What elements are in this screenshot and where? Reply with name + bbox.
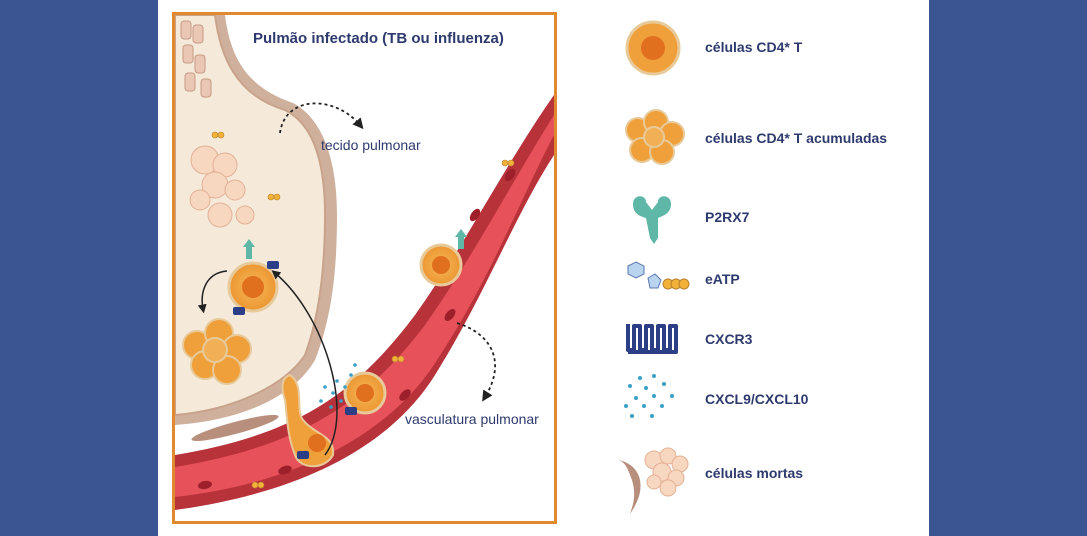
eatp-molecule-icon: [627, 261, 690, 290]
accumulated-t-cells: [182, 318, 252, 385]
legend-item-cd4-t-cells: células CD4* T: [618, 18, 918, 78]
diagram-title: Pulmão infectado (TB ou influenza): [253, 30, 504, 47]
legend-label-accumulated-cd4-t-cells: células CD4* T acumuladas: [705, 130, 888, 146]
legend-item-eatp: eATP: [618, 258, 918, 318]
legend-label-p2rx7: P2RX7: [705, 209, 750, 225]
chemokine-dots: [319, 363, 357, 409]
accumulated-cd4-t-cells-icon: [625, 109, 685, 165]
eatp-molecules: [211, 131, 515, 489]
cxcr3-receptors: [233, 261, 357, 459]
cd4-t-cell-icon: [625, 20, 681, 76]
cd4-t-cell-tissue: [227, 261, 279, 313]
lung-vasculature-label: vasculatura pulmonar: [405, 411, 539, 427]
legend-item-cxcl9-cxcl10: CXCL9/CXCL10: [618, 372, 918, 432]
legend-label-cxcr3: CXCR3: [705, 331, 753, 347]
cd4-t-cell-vessel-2: [343, 371, 387, 415]
cxcl9-cxcl10-dots-icon: [624, 374, 674, 418]
lung-tissue-label: tecido pulmonar: [321, 137, 421, 153]
legend-label-cxcl9-cxcl10: CXCL9/CXCL10: [705, 391, 809, 407]
p2rx7-receptors: [243, 229, 467, 259]
epithelial-cells: [180, 20, 212, 98]
accumulation-arrow: [197, 270, 228, 314]
legend-label-eatp: eATP: [705, 271, 740, 287]
transmigrating-t-cell: [281, 373, 335, 468]
cd4-t-cell-vessel-1: [419, 243, 463, 287]
red-blood-cells: [198, 168, 516, 490]
legend-label-cd4-t-cells: células CD4* T: [705, 39, 803, 55]
vessel-pointer-arrow: [456, 322, 496, 402]
alveolar-wall: [175, 15, 337, 425]
dead-cells-cluster: [189, 145, 255, 228]
dead-cells-icon: [618, 447, 689, 514]
cxcr3-receptor-icon: [626, 324, 678, 354]
migration-arrow: [271, 270, 338, 456]
legend-label-dead-cells: células mortas: [705, 465, 804, 481]
infected-lung-illustration: Pulmão infectado (TB ou influenza) tecid…: [172, 12, 557, 524]
legend-item-accumulated-cd4-t-cells: células CD4* T acumuladas: [618, 106, 918, 166]
endothelial-cell: [191, 414, 279, 442]
p2rx7-receptor-icon: [633, 196, 671, 244]
legend-item-dead-cells: células mortas: [618, 440, 918, 514]
legend-item-cxcr3: CXCR3: [618, 318, 918, 378]
blood-vessel-lumen: [175, 115, 554, 497]
legend-item-p2rx7: P2RX7: [618, 190, 918, 250]
lung-scene: [175, 15, 554, 510]
figure-panel: Pulmão infectado (TB ou influenza) tecid…: [158, 0, 929, 536]
